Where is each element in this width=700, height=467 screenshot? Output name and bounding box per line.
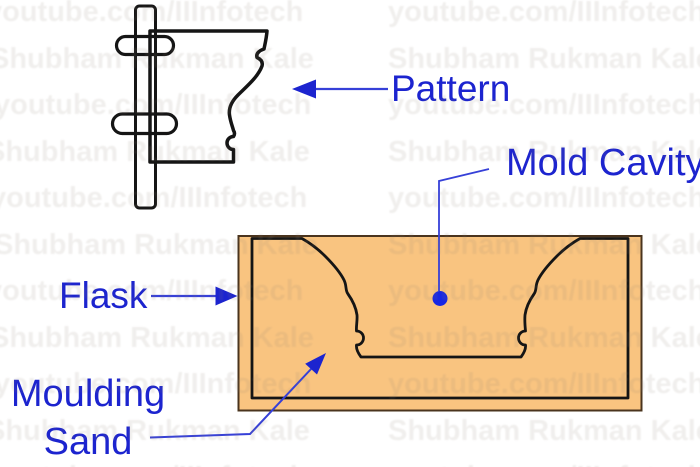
sand-leader-line: [149, 367, 313, 439]
annotations: [149, 79, 490, 439]
flask-frame: [237, 235, 643, 412]
pattern-pin-bottom: [110, 112, 179, 136]
flask-arrowhead-icon: [215, 286, 238, 306]
mold-cavity-label: Mold Cavity: [506, 142, 700, 184]
moulding-sand-label-line2: Sand: [43, 421, 133, 463]
cavity-dot-icon: [432, 291, 448, 306]
pattern-label: Pattern: [391, 68, 511, 109]
moulding-sand-label-line1: Moulding: [10, 373, 166, 415]
moulding-sand-shape: [250, 237, 630, 400]
moulding-sand-label: Moulding Sand: [0, 370, 178, 466]
flask-label: Flask: [59, 275, 148, 316]
pattern-arrowhead-icon: [292, 79, 316, 99]
pattern-group: [110, 4, 269, 210]
cavity-leader-line: [438, 168, 490, 291]
pattern-pin-top: [114, 34, 176, 57]
pattern-rod: [134, 4, 157, 210]
sand-arrowhead-icon: [305, 353, 326, 375]
flask-group: [237, 235, 643, 412]
pattern-body: [148, 29, 269, 164]
